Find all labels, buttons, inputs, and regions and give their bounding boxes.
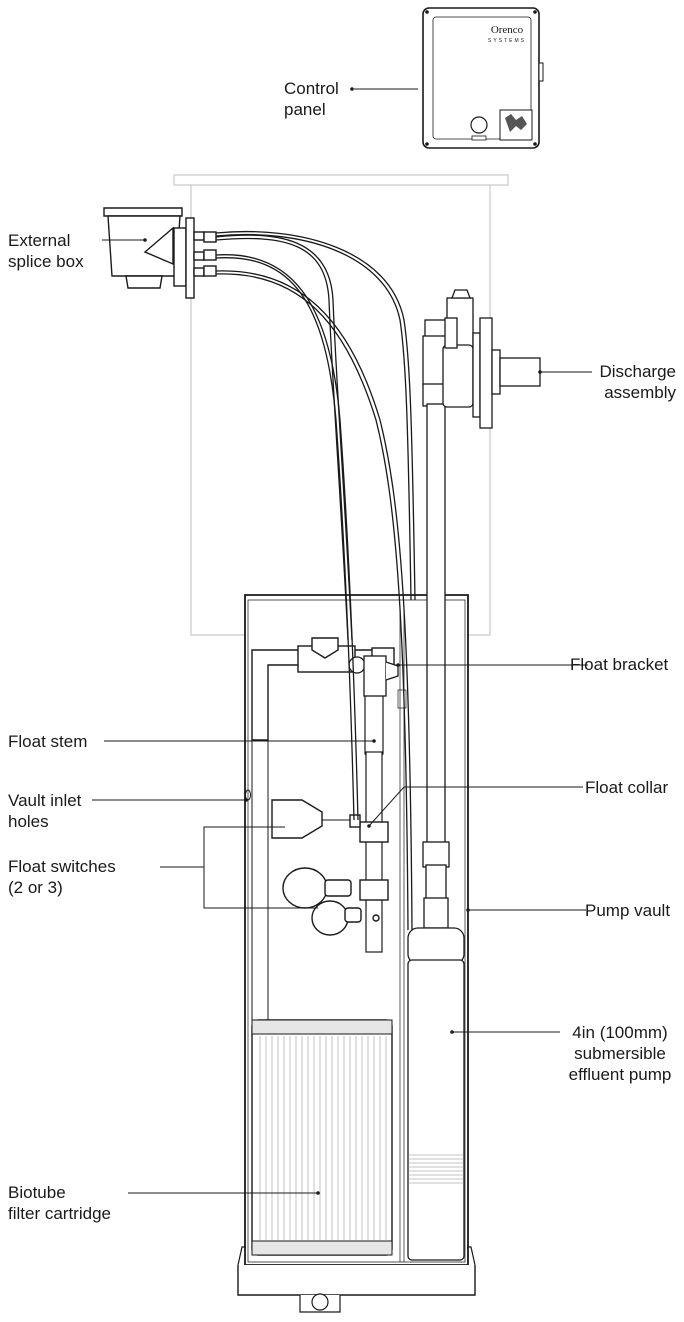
control-panel-brand-sub: SYSTEMS: [488, 38, 526, 44]
label-pump-vault: Pump vault: [585, 901, 671, 920]
label-float-stem: Float stem: [8, 732, 88, 751]
label-float-collar: Float collar: [585, 778, 669, 797]
external-splice-box: [103, 207, 217, 299]
leader-lines: [92, 88, 592, 1194]
leader-dots: [143, 87, 542, 1195]
label-float-switches: Float switches(2 or 3): [8, 857, 116, 897]
float-switches: [271, 799, 380, 936]
biotube-filter: [251, 1019, 393, 1256]
control-panel-brand: Orenco: [491, 24, 524, 36]
label-float-bracket: Float bracket: [570, 655, 669, 674]
float-cables: [215, 230, 416, 931]
discharge-assembly: [442, 289, 541, 429]
control-panel: [422, 7, 544, 149]
